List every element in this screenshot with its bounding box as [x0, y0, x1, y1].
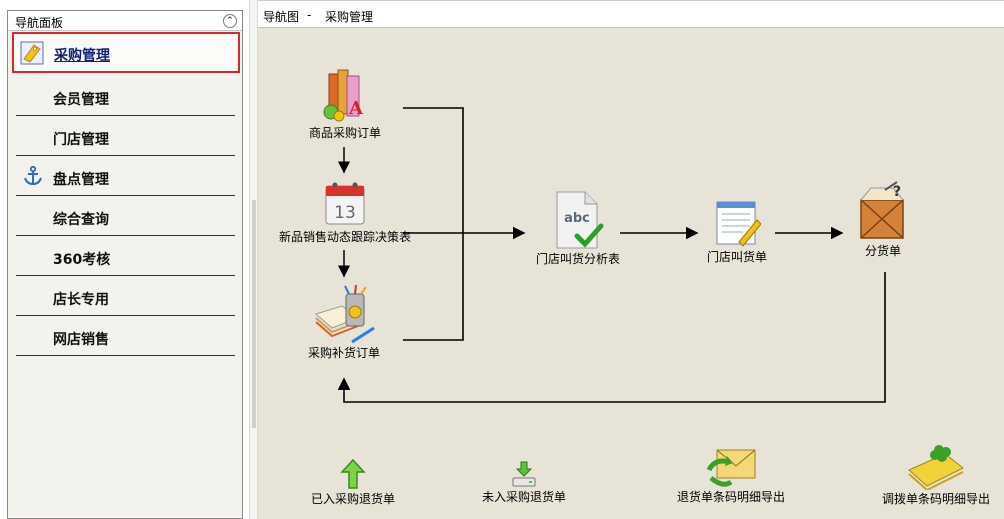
breadcrumb: 导航图 - 采购管理 — [258, 0, 1004, 28]
navigation-panel: 导航面板 ⌃ 采购管理 会员管理 门店管理 — [7, 10, 243, 519]
nav-item-inventory[interactable]: 盘点管理 — [16, 158, 235, 196]
flow-node-distribution[interactable]: ? 分货单 — [850, 180, 916, 259]
flow-connectors — [337, 107, 886, 403]
action-label: 退货单条码明细导出 — [676, 490, 785, 504]
action-label: 未入采购退货单 — [481, 490, 566, 504]
svg-text:abc: abc — [564, 211, 590, 226]
nav-item-store[interactable]: 门店管理 — [16, 118, 235, 156]
calendar-icon: 13 — [325, 182, 365, 225]
return-barcode-export-button[interactable]: 退货单条码明细导出 — [668, 444, 794, 505]
svg-text:?: ? — [893, 184, 901, 200]
tag-icon — [20, 41, 44, 65]
nav-item-label: 门店管理 — [53, 132, 109, 148]
nav-item-label: 网店销售 — [53, 332, 109, 348]
transfer-barcode-export-button[interactable]: 调拨单条码明细导出 — [868, 440, 1004, 507]
nav-item-label: 采购管理 — [54, 48, 110, 64]
books-icon: A — [323, 69, 364, 122]
flow-node-new-product-tracking[interactable]: 13 新品销售动态跟踪决策表 — [268, 180, 422, 245]
breadcrumb-root[interactable]: 导航图 — [263, 10, 300, 24]
spellcheck-icon: abc — [556, 191, 604, 249]
nav-item-member[interactable]: 会员管理 — [16, 78, 235, 116]
notepad-icon — [716, 201, 761, 247]
nav-item-purchase[interactable]: 采购管理 — [12, 32, 240, 73]
nav-item-label: 盘点管理 — [53, 172, 109, 188]
download-drive-icon — [512, 461, 536, 487]
returned-pending-button[interactable]: 未入采购退货单 — [476, 460, 572, 505]
flow-node-store-request-analysis[interactable]: abc 门店叫货分析表 — [530, 190, 626, 267]
nav-item-label: 综合查询 — [53, 212, 109, 228]
nav-item-manager[interactable]: 店长专用 — [16, 278, 235, 316]
flow-node-purchase-order[interactable]: A 商品采购订单 — [302, 68, 388, 141]
flow-node-label: 门店叫货单 — [706, 250, 767, 264]
returned-in-button[interactable]: 已入采购退货单 — [302, 458, 404, 507]
nav-item-360-review[interactable]: 360考核 — [16, 238, 235, 276]
action-label: 已入采购退货单 — [310, 492, 395, 506]
nav-panel-header: 导航面板 ⌃ — [8, 11, 242, 31]
nav-item-online-sales[interactable]: 网店销售 — [16, 318, 235, 356]
action-label: 调拨单条码明细导出 — [881, 492, 990, 506]
flow-node-label: 采购补货订单 — [307, 346, 380, 360]
up-arrow-icon — [340, 458, 366, 489]
flow-node-label: 门店叫货分析表 — [535, 252, 620, 266]
flow-node-label: 分货单 — [864, 244, 901, 258]
nav-item-label: 360考核 — [53, 252, 111, 268]
crate-icon: ? — [860, 181, 904, 239]
mail-refresh-icon — [706, 449, 756, 487]
splitter-grip[interactable] — [252, 200, 256, 428]
clover-card-icon — [908, 445, 964, 490]
panel-splitter[interactable] — [249, 0, 258, 519]
flow-node-store-request[interactable]: 门店叫货单 — [698, 198, 776, 265]
svg-text:13: 13 — [334, 203, 356, 223]
breadcrumb-current: 采购管理 — [325, 10, 374, 24]
flow-node-label: 新品销售动态跟踪决策表 — [278, 230, 411, 244]
nav-item-label: 店长专用 — [53, 292, 109, 308]
nav-panel-title: 导航面板 — [15, 16, 64, 30]
nav-item-list: 采购管理 会员管理 门店管理 盘点管理 — [8, 32, 242, 518]
main-panel: 导航图 - 采购管理 — [258, 0, 1004, 519]
nav-item-label: 会员管理 — [53, 92, 109, 108]
collapse-icon[interactable]: ⌃ — [223, 14, 237, 28]
nav-item-query[interactable]: 综合查询 — [16, 198, 235, 236]
anchor-icon — [22, 165, 44, 187]
svg-text:A: A — [348, 98, 364, 119]
stationery-icon — [314, 284, 375, 344]
flow-node-replenish-order[interactable]: 采购补货订单 — [296, 284, 392, 361]
flow-node-label: 商品采购订单 — [308, 126, 381, 140]
breadcrumb-separator: - — [307, 8, 312, 22]
